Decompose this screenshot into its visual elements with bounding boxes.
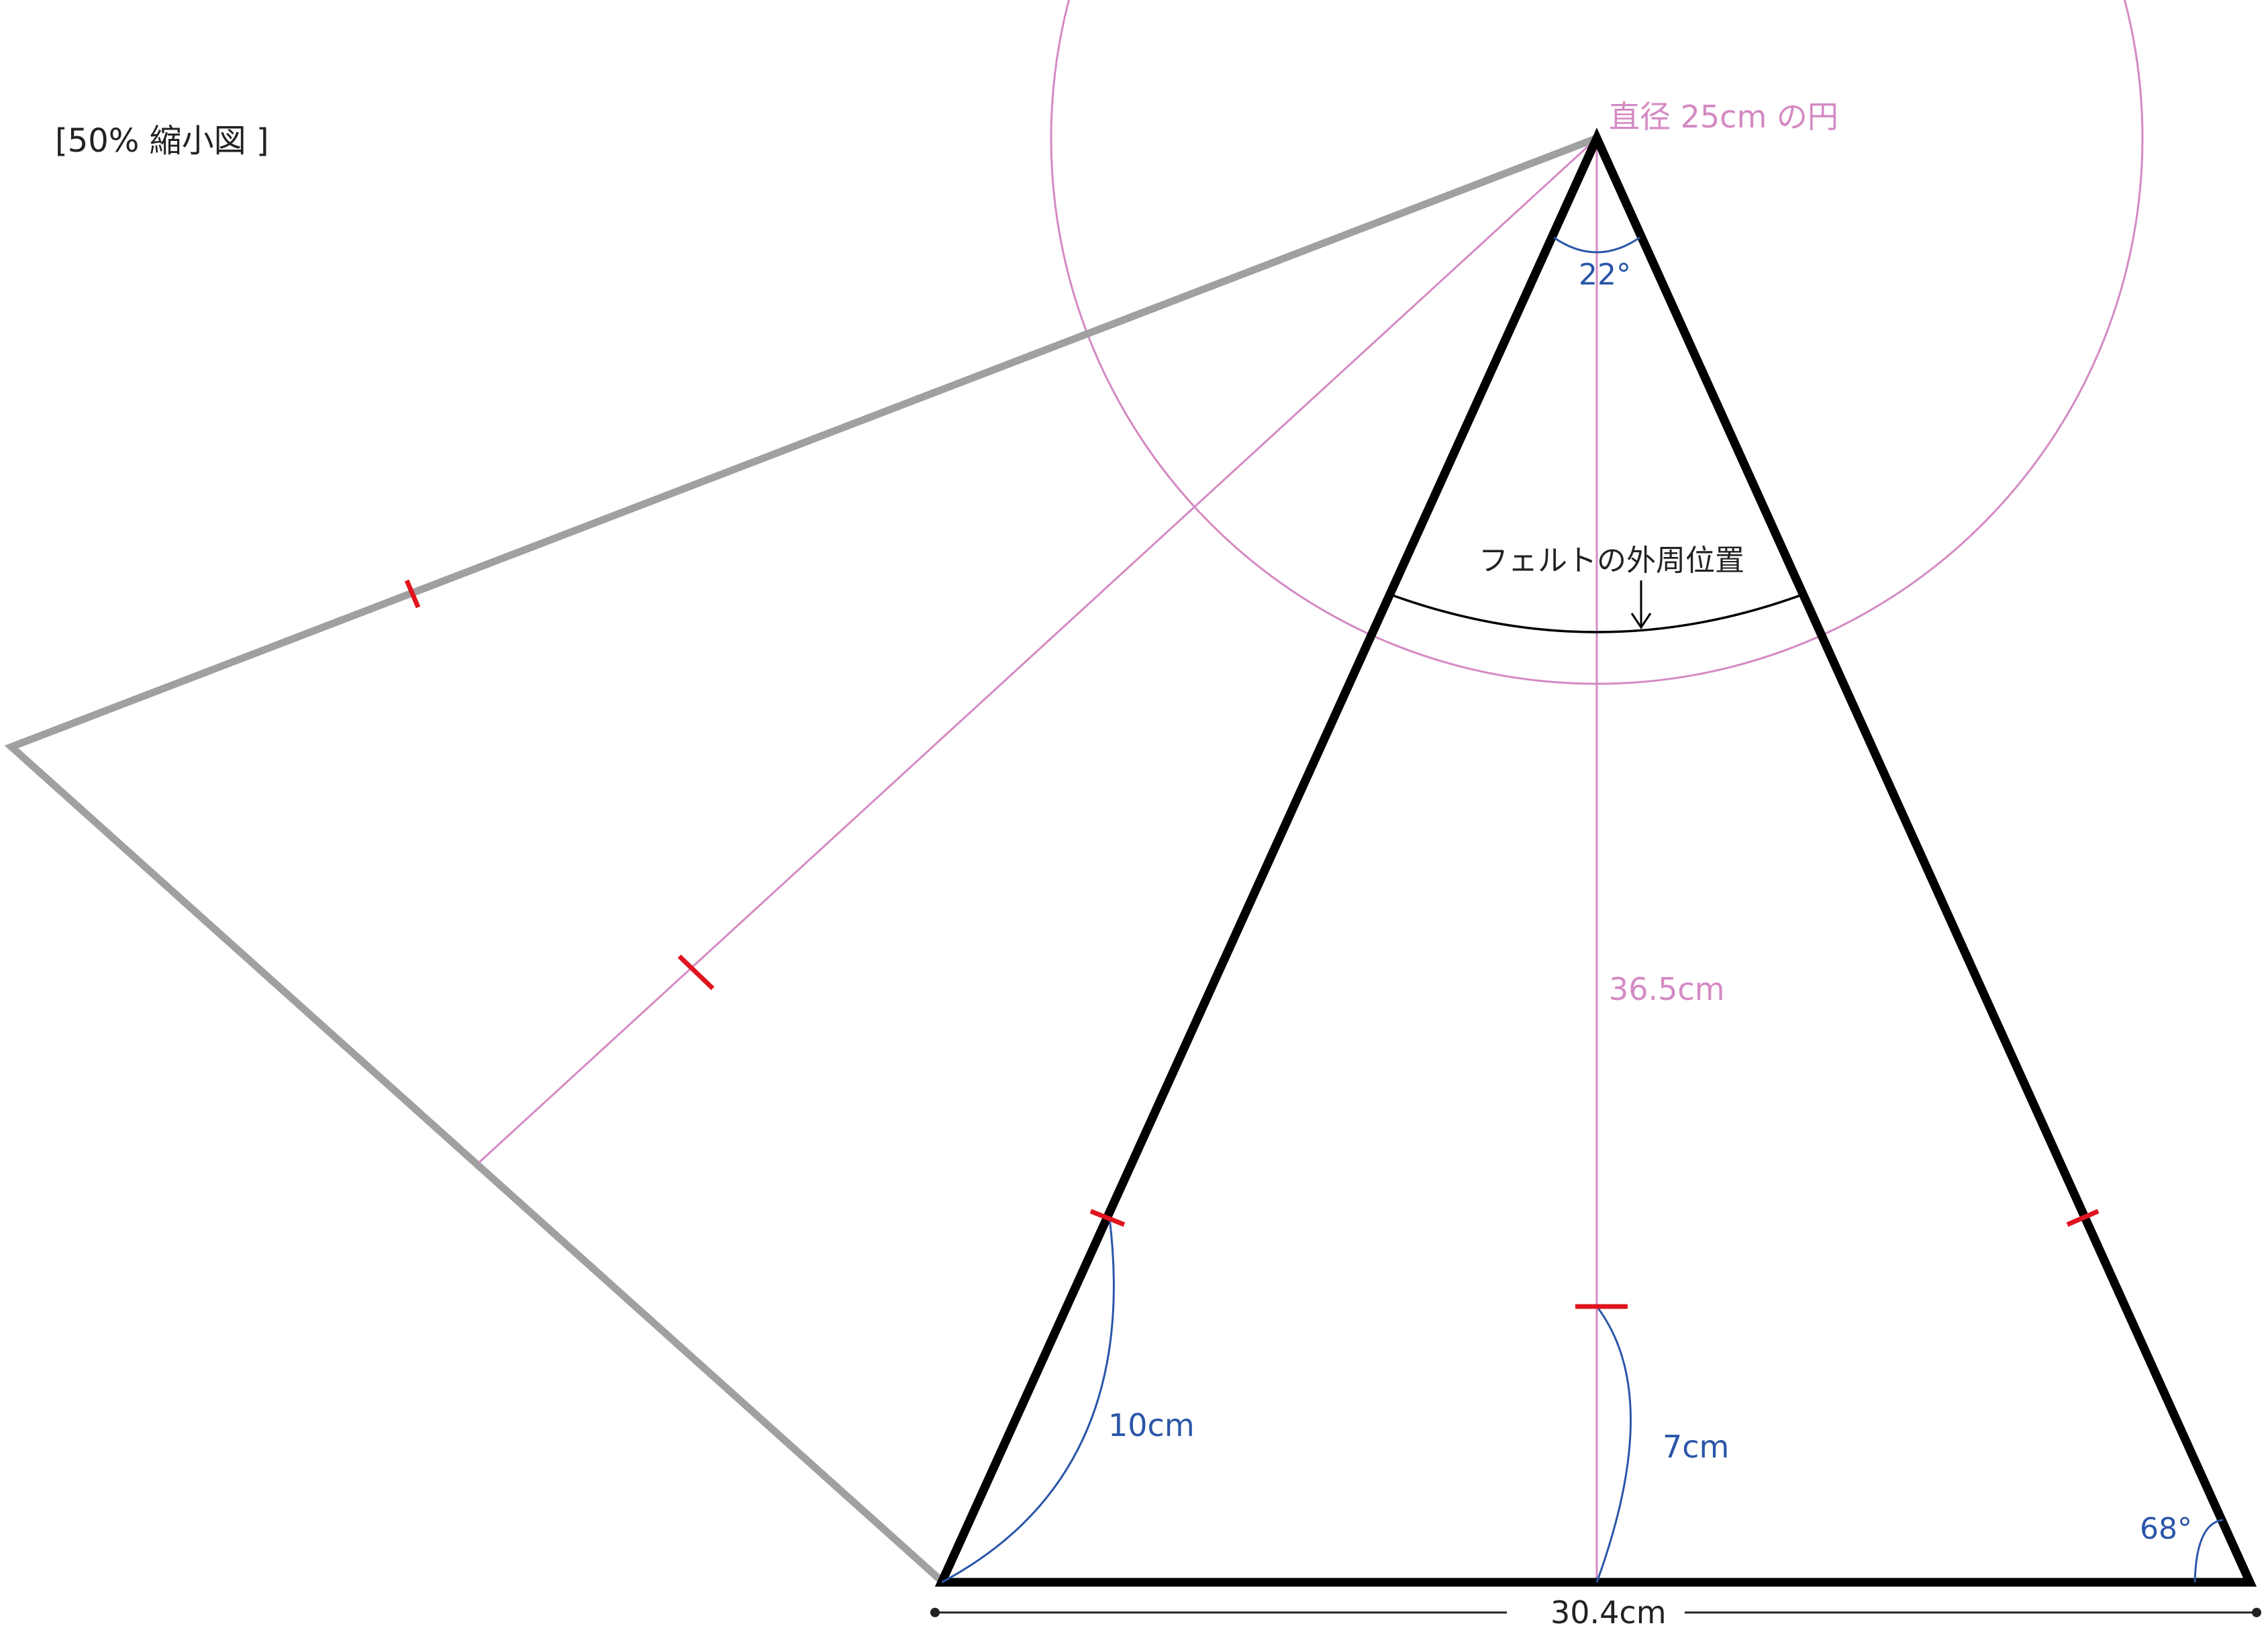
rotated-height-guide-line: [477, 137, 1598, 1164]
base-dimension-end-left: [930, 1608, 940, 1617]
base-dimension-end-right: [2252, 1608, 2261, 1617]
felt-outer-label: フェルトの外周位置: [1479, 544, 1744, 578]
base-angle-label: 68°: [2140, 1512, 2192, 1546]
main-triangle-outline: [934, 127, 2257, 1587]
felt-outer-arc: [1386, 592, 1807, 633]
left-measure-label: 10cm: [1108, 1407, 1195, 1443]
felt-arrow-head: [1630, 613, 1652, 629]
circle-label: 直径 25cm の円: [1609, 99, 1838, 135]
apex-angle-label: 22°: [1579, 258, 1631, 292]
center-measure-label: 7cm: [1663, 1429, 1729, 1465]
left-measure-arc: [941, 1217, 1115, 1584]
height-label: 36.5cm: [1609, 971, 1725, 1007]
tick-mark-rotated-side: [404, 579, 421, 609]
tick-mark-left-side: [1089, 1209, 1126, 1227]
center-measure-arc: [1595, 1306, 1632, 1583]
rotated-triangle-outline: [4, 134, 1598, 1586]
apex-angle-arc: [1553, 236, 1640, 254]
base-width-label: 30.4cm: [1550, 1594, 1667, 1631]
scale-label: [50% 縮小図 ]: [55, 122, 269, 160]
base-angle-arc: [2193, 1519, 2224, 1583]
tick-mark-right-side: [2066, 1209, 2100, 1227]
tick-mark-rotated-height: [677, 954, 715, 990]
